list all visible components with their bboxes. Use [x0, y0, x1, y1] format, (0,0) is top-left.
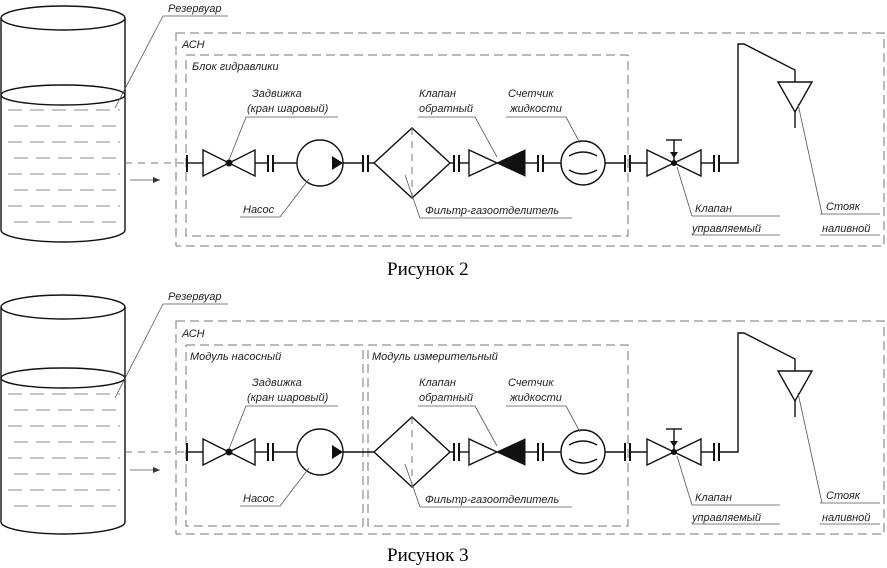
- svg-text:обратный: обратный: [419, 392, 473, 404]
- module-pump-boundary: [185, 344, 364, 527]
- reservoir-tank: [0, 294, 126, 535]
- module-pump-label: Модуль насосный: [190, 351, 281, 363]
- svg-text:Фильтр-газоотделитель: Фильтр-газоотделитель: [425, 205, 559, 217]
- reservoir-tank: [0, 5, 126, 243]
- svg-text:Насос: Насос: [243, 493, 275, 505]
- asn-label: АСН: [181, 328, 205, 340]
- figure-3-caption: Рисунок 3: [387, 545, 469, 566]
- reservoir-label: Резервуар: [168, 291, 222, 303]
- svg-text:Клапан: Клапан: [419, 88, 456, 100]
- svg-text:Задвижка: Задвижка: [252, 88, 302, 100]
- figure-2-caption: Рисунок 2: [387, 259, 469, 280]
- svg-text:Насос: Насос: [243, 204, 275, 216]
- figure-2: Резервуар АСН Блок гидравлики: [0, 3, 885, 280]
- svg-text:обратный: обратный: [419, 103, 473, 115]
- block-hydraulics-boundary: [185, 54, 629, 237]
- svg-text:(кран шаровый): (кран шаровый): [247, 392, 329, 404]
- svg-text:наливной: наливной: [822, 512, 870, 524]
- svg-text:жидкости: жидкости: [509, 392, 562, 404]
- svg-text:(кран шаровый): (кран шаровый): [247, 103, 329, 115]
- module-meter-boundary: [367, 344, 629, 527]
- svg-text:Клапан: Клапан: [695, 203, 732, 215]
- svg-text:Клапан: Клапан: [419, 377, 456, 389]
- reservoir-label: Резервуар: [168, 3, 222, 15]
- svg-text:Стояк: Стояк: [826, 490, 861, 502]
- asn-label: АСН: [181, 39, 205, 51]
- figure-3: Резервуар АСН Модуль насосный Модуль изм…: [0, 291, 885, 566]
- svg-text:управляемый: управляемый: [691, 512, 761, 524]
- svg-text:Счетчик: Счетчик: [508, 88, 554, 100]
- svg-text:жидкости: жидкости: [509, 103, 562, 115]
- module-meter-label: Модуль измерительный: [372, 351, 498, 363]
- asn-boundary: [175, 320, 885, 535]
- svg-text:Стояк: Стояк: [826, 201, 861, 213]
- svg-text:управляемый: управляемый: [691, 223, 761, 235]
- block-hydraulics-label: Блок гидравлики: [192, 61, 279, 73]
- svg-text:Фильтр-газоотделитель: Фильтр-газоотделитель: [425, 494, 559, 506]
- svg-text:наливной: наливной: [822, 223, 870, 235]
- svg-text:Клапан: Клапан: [695, 492, 732, 504]
- asn-boundary: [175, 32, 885, 247]
- pipeline: [186, 332, 814, 488]
- pipeline: [186, 43, 814, 199]
- svg-text:Счетчик: Счетчик: [508, 377, 554, 389]
- svg-text:Задвижка: Задвижка: [252, 377, 302, 389]
